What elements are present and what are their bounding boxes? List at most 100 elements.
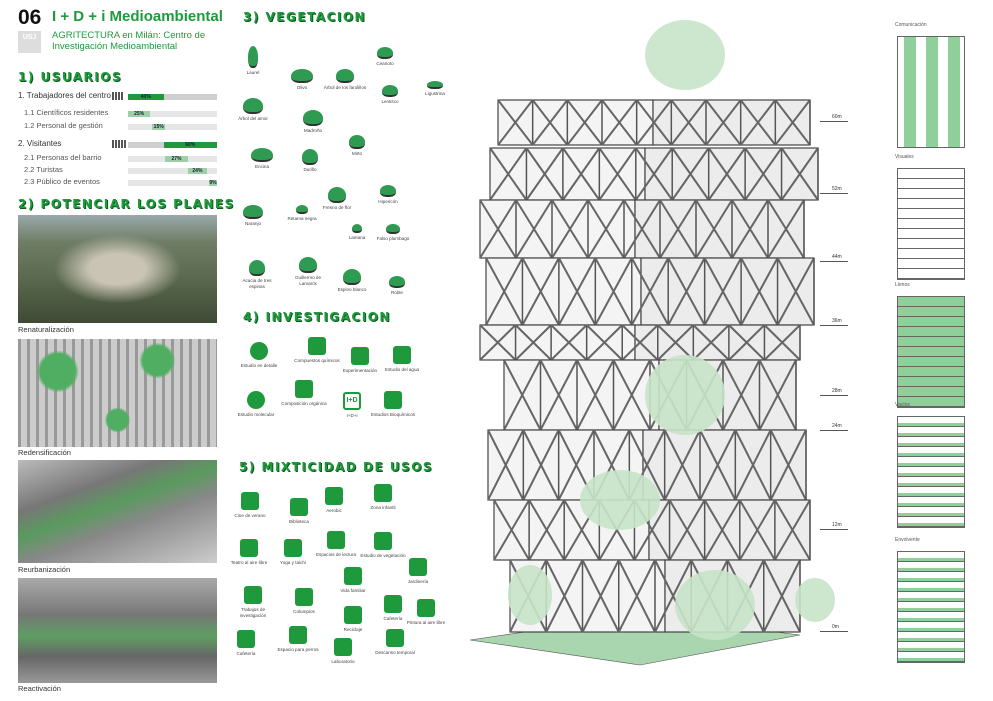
height-label: 44m xyxy=(820,254,848,262)
height-label: 52m xyxy=(820,186,848,194)
cross-brace xyxy=(739,99,777,146)
cross-brace xyxy=(744,147,783,201)
tree-icon xyxy=(296,205,308,214)
plant-item: Falso plumbago xyxy=(371,224,415,242)
plant-label: Encina xyxy=(254,164,270,169)
plant-item: Durillo xyxy=(288,149,332,173)
renaturalizacion-image xyxy=(18,215,217,323)
floor-right-face xyxy=(634,199,805,259)
height-label: 24m xyxy=(820,423,848,431)
tree-icon xyxy=(328,187,346,203)
cross-brace xyxy=(562,147,601,201)
cross-brace xyxy=(545,559,584,633)
cross-brace xyxy=(722,359,761,431)
sheet-number: 06 xyxy=(18,6,42,29)
plant-item: Árbol del amor xyxy=(231,98,275,122)
cross-brace xyxy=(581,559,620,633)
massing-diagram xyxy=(897,551,965,663)
plant-item: Laurel xyxy=(231,46,275,76)
vegetacion-heading: 3) VEGETACION xyxy=(243,10,367,24)
uso-label: Espacios de lectura xyxy=(315,552,357,557)
diagram-label: Envolvente xyxy=(895,537,920,543)
cross-brace xyxy=(514,324,552,361)
cross-brace xyxy=(635,99,673,146)
usuario-row-label: 2.1 Personas del barrio xyxy=(24,153,102,162)
cross-brace xyxy=(758,359,797,431)
investigacion-item: Composición orgánica xyxy=(281,380,327,407)
uso-label: Espacio para perros xyxy=(277,647,319,652)
uso-item: Espacio para perros xyxy=(275,626,321,653)
cross-brace xyxy=(558,257,597,326)
uso-label: Teatro al aire libre xyxy=(230,560,268,565)
cross-brace xyxy=(663,429,701,501)
cross-brace xyxy=(668,499,706,561)
cross-brace xyxy=(479,199,517,259)
cross-brace xyxy=(497,99,534,146)
tree-canopy xyxy=(675,570,755,640)
building-axonometric xyxy=(469,20,835,666)
investigacion-label: Experimentación xyxy=(342,368,378,373)
investigacion-item: Estudio en detalle xyxy=(236,342,282,369)
molecule-icon xyxy=(295,380,313,398)
tree-icon xyxy=(343,269,361,285)
uso-item: Reciclaje xyxy=(330,606,376,633)
massing-diagram xyxy=(897,168,965,280)
cross-brace xyxy=(776,257,815,326)
uso-item: Aerobic xyxy=(311,487,357,514)
uso-item: Descanso temporal xyxy=(372,629,418,656)
tree-icon xyxy=(249,260,265,276)
uso-item: Laboratorio xyxy=(320,638,366,665)
usuario-row-label: 2. Visitantes xyxy=(18,139,62,148)
plant-label: Madroño xyxy=(303,128,323,133)
uso-icon xyxy=(289,626,307,644)
redensificacion-caption: Redensificación xyxy=(18,448,71,457)
usuario-row-label: 2.2 Turistas xyxy=(24,165,63,174)
cross-brace xyxy=(623,199,661,259)
diagram-label: Comunicación xyxy=(895,22,927,28)
uso-icon xyxy=(244,586,262,604)
uso-icon xyxy=(240,539,258,557)
uso-icon xyxy=(386,629,404,647)
tree-canopy xyxy=(645,355,725,435)
plant-label: Guillermo de Lamarck xyxy=(294,275,322,286)
reurbanizacion-image xyxy=(18,460,217,563)
tree-icon xyxy=(248,46,258,68)
usuario-bar-fill: 40% xyxy=(128,94,164,100)
plant-item: Ceanoto xyxy=(363,47,407,67)
tree-icon xyxy=(243,205,263,219)
cross-brace xyxy=(774,499,811,561)
usuario-row-label: 1.2 Personal de gestión xyxy=(24,121,103,130)
cross-brace xyxy=(671,147,710,201)
floor-right-face xyxy=(644,147,819,201)
uso-label: Cafetería xyxy=(383,616,403,621)
plant-label: Lentisco xyxy=(381,99,399,104)
height-label: 36m xyxy=(820,318,848,326)
tree-icon xyxy=(377,47,393,59)
cross-brace xyxy=(695,199,733,259)
tree-icon xyxy=(243,98,263,114)
cross-brace xyxy=(692,324,730,361)
people-icon xyxy=(112,140,126,148)
cross-brace xyxy=(528,499,566,561)
plant-label: Árbol de los farolillos xyxy=(323,85,367,90)
cross-brace xyxy=(699,429,737,501)
cross-brace xyxy=(705,99,742,146)
uso-icon xyxy=(384,595,402,613)
uso-label: Descanso temporal xyxy=(375,650,415,655)
uso-item: Pintura al aire libre xyxy=(403,599,449,626)
cross-brace xyxy=(503,359,542,431)
plant-item: Olivo xyxy=(280,69,324,91)
usuario-row-label: 1.1 Científicos residentes xyxy=(24,108,109,117)
cross-brace xyxy=(515,199,553,259)
uso-item: Biblioteca xyxy=(276,498,322,525)
uso-icon xyxy=(284,539,302,557)
cross-brace xyxy=(521,257,560,326)
investigacion-label: Estudios Bioquímicos xyxy=(371,412,415,417)
investigacion-item: Compuestos químicos xyxy=(294,337,340,364)
uso-label: Cafetería xyxy=(236,651,256,656)
cross-brace xyxy=(731,199,769,259)
uso-icon xyxy=(325,487,343,505)
cross-brace xyxy=(525,147,564,201)
uso-item: Trabajos de investigación xyxy=(230,586,276,618)
cross-brace xyxy=(594,257,633,326)
